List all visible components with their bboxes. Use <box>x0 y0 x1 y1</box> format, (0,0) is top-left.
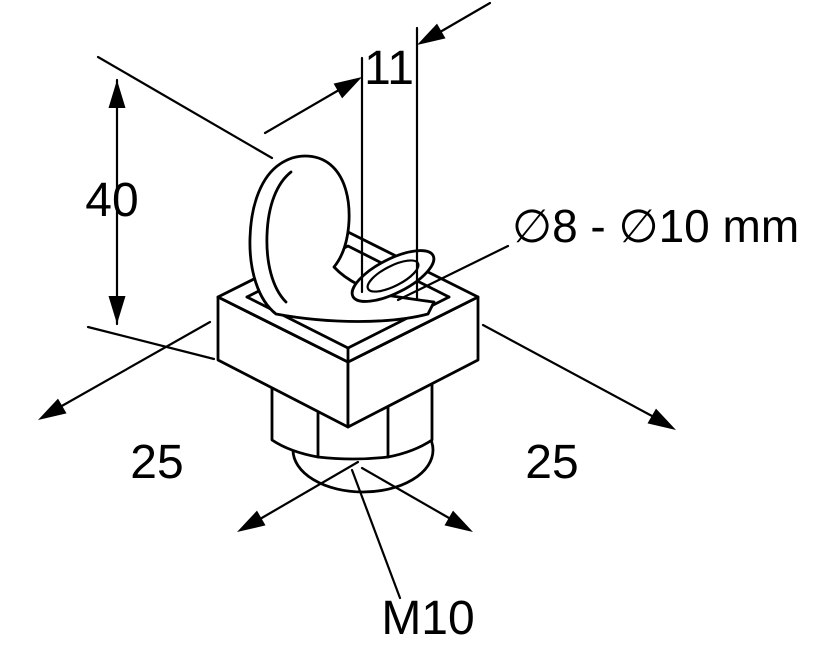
dim-25-right-leader-inner <box>360 466 451 520</box>
thread-leader-line <box>350 468 402 600</box>
saddle-strap <box>248 154 436 323</box>
dimension-40: 40 <box>85 55 274 361</box>
clamp-part <box>216 154 480 494</box>
dim-11-value: 11 <box>364 42 414 95</box>
dim-11-leader-left <box>263 81 353 135</box>
diameter-range-value: ∅8 - ∅10 mm <box>512 200 799 252</box>
dim-40-arrow-up <box>108 80 126 108</box>
dim-25-right-value: 25 <box>525 436 578 489</box>
dim-25-left-leader-inner <box>258 460 360 521</box>
dimensions: 11 40 ∅8 - ∅10 mm 25 <box>38 1 799 645</box>
dim-11-arrow-right <box>417 23 446 45</box>
dim-40-value: 40 <box>85 174 138 227</box>
thread-size-value: M10 <box>381 592 474 645</box>
dim-11-arrow-left <box>333 77 362 99</box>
dim-25-left-arrow-inner <box>237 510 266 532</box>
saddle-strap-inner-line <box>265 170 293 304</box>
dim-40-extension-line-top <box>96 55 274 160</box>
dim-40-extension-line-bottom <box>86 325 216 361</box>
diameter-leader-line <box>396 244 510 302</box>
dimension-11: 11 <box>263 1 492 302</box>
dimension-25-right: 25 <box>360 323 676 532</box>
dim-25-left-leader-outer <box>58 320 212 409</box>
dim-25-left-arrow-outer <box>38 398 67 420</box>
dimension-diameter-range: ∅8 - ∅10 mm <box>396 200 799 302</box>
dim-25-right-leader-outer <box>481 323 654 418</box>
dim-25-right-arrow-inner <box>444 510 473 532</box>
dimension-thread: M10 <box>350 468 475 645</box>
dim-40-arrow-down <box>108 296 126 324</box>
dim-25-right-arrow-outer <box>647 408 676 430</box>
pipe-cradle-mouth <box>350 249 436 303</box>
dimension-25-left: 25 <box>38 320 360 532</box>
dim-25-left-value: 25 <box>130 436 183 489</box>
